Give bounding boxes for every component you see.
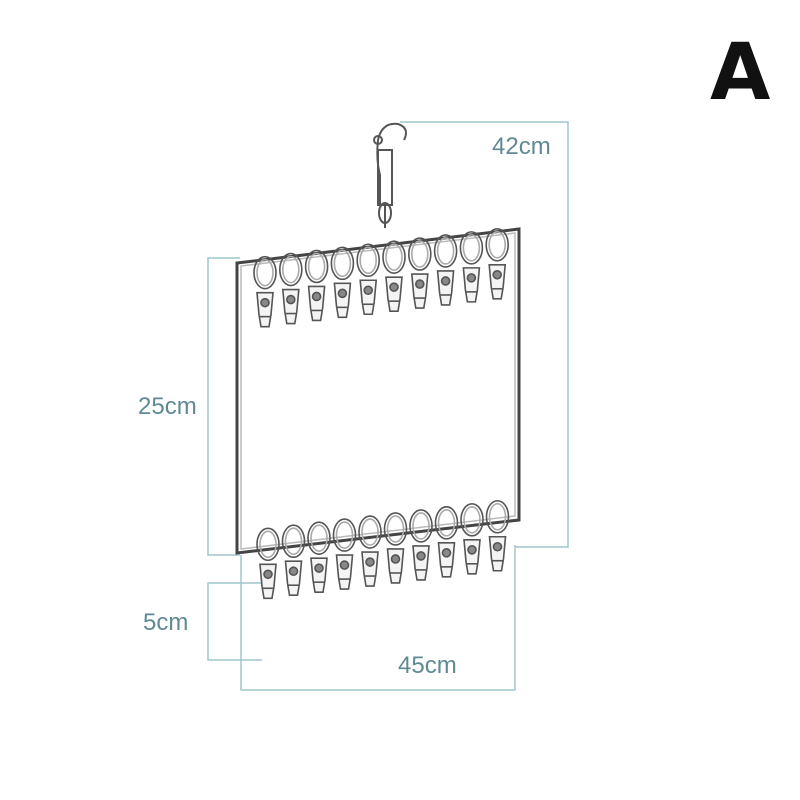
clip-icon xyxy=(358,515,382,587)
clip-icon xyxy=(356,243,381,316)
dim-42cm-line xyxy=(400,121,569,548)
clip-icon xyxy=(485,499,510,572)
clips xyxy=(253,227,510,600)
clip-icon xyxy=(256,527,280,600)
clip-icon xyxy=(407,237,432,309)
clip-icon xyxy=(434,506,459,578)
dim-25cm-line xyxy=(207,257,240,556)
clip-icon xyxy=(330,246,355,319)
clip-icon xyxy=(281,524,306,597)
clip-icon xyxy=(304,249,329,322)
dim-5cm-line xyxy=(207,582,262,661)
dim-25cm-label: 25cm xyxy=(138,393,197,420)
clip-icon xyxy=(459,231,484,303)
hook-icon xyxy=(373,122,407,228)
dimension-lines xyxy=(207,121,569,691)
clip-icon xyxy=(433,234,458,306)
dim-45cm-label: 45cm xyxy=(398,652,457,679)
clip-icon xyxy=(383,512,408,584)
variant-label: A xyxy=(710,28,771,118)
clip-icon xyxy=(307,521,331,593)
dim-5cm-label: 5cm xyxy=(143,609,189,636)
clip-icon xyxy=(278,252,303,325)
clip-icon xyxy=(460,502,484,575)
clip-icon xyxy=(485,227,510,300)
clip-icon xyxy=(332,518,357,590)
clip-icon xyxy=(253,255,277,328)
dim-45cm-line xyxy=(240,545,516,691)
clip-icon xyxy=(382,240,406,312)
dim-42cm-label: 42cm xyxy=(492,133,551,160)
clip-icon xyxy=(409,509,433,581)
